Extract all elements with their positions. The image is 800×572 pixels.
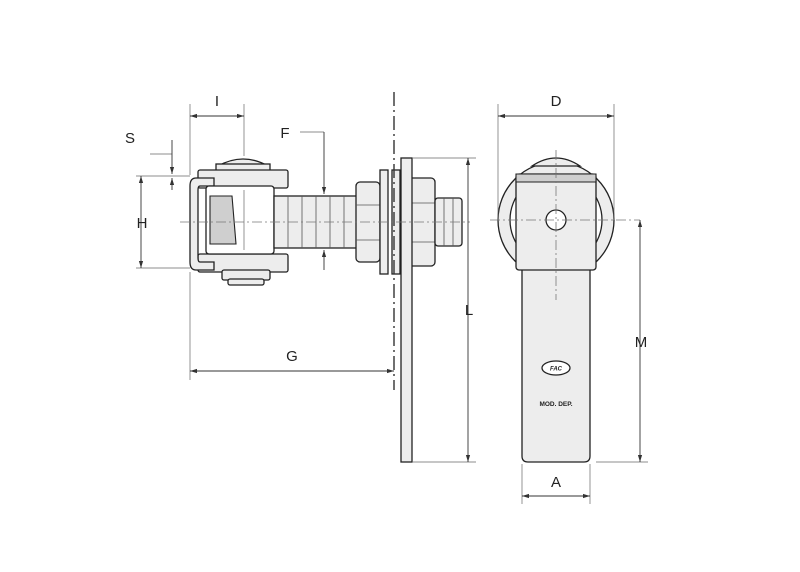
front-strap [521,249,591,463]
front-view: FAC MOD. DEP. [490,150,640,463]
logo-oval [541,360,571,376]
label-G: G [286,348,298,365]
label-M: M [635,334,648,351]
label-S: S [125,130,135,147]
label-L: L [465,302,473,319]
logo-text: FAC [550,367,563,373]
label-F: F [280,125,289,142]
label-A: A [551,474,561,491]
marking-text: MOD. DEP. [539,401,572,408]
c-bracket [189,177,215,271]
label-H: H [137,215,148,232]
label-I: I [215,93,219,110]
dimension-labels: I S H F G L D M A [125,93,647,491]
label-D: D [551,93,562,110]
gate-plate [400,157,413,463]
dimensions [136,104,648,504]
side-view [180,92,470,463]
